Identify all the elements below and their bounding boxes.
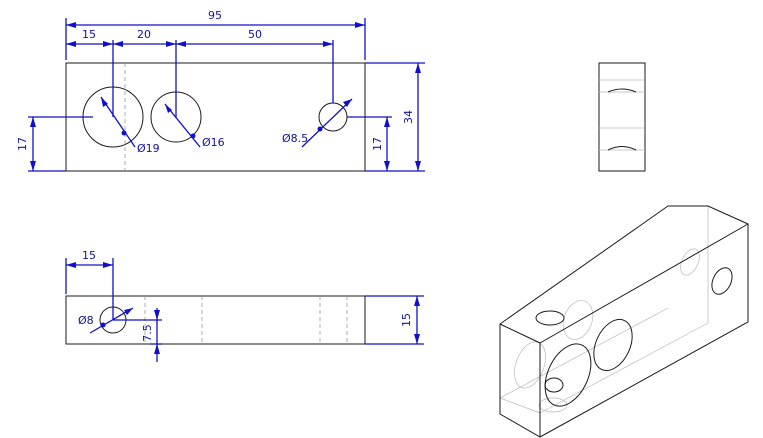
hole-8-label: Ø8 (78, 314, 94, 327)
dim-17-right-label: 17 (371, 137, 384, 151)
dim-7-5-label: 7.5 (141, 324, 154, 342)
front-view (65, 62, 366, 172)
dim-50-label: 50 (248, 28, 262, 41)
top-view-outline (65, 295, 366, 345)
dim-95-label: 95 (208, 9, 222, 22)
side-view-outline (598, 62, 646, 172)
dim-20-label: 20 (137, 28, 151, 41)
iso-hole-19 (544, 343, 592, 407)
top-view (65, 295, 366, 345)
dim-15-top-label: 15 (82, 249, 96, 262)
dim-17-left-label: 17 (16, 137, 29, 151)
iso-hole-8-5 (711, 267, 733, 295)
isometric-view (499, 205, 749, 438)
hole-19-label: Ø19 (137, 142, 160, 155)
iso-hole-16 (593, 318, 633, 372)
hole-16-label: Ø16 (202, 136, 225, 149)
dim-34-label: 34 (402, 110, 415, 124)
top-dimensions (65, 258, 424, 362)
iso-top-hole (535, 310, 565, 326)
front-view-outline (65, 62, 366, 172)
dim-15-thickness-label: 15 (400, 313, 413, 327)
hole-8-5-label: Ø8.5 (282, 132, 308, 145)
dim-15-label: 15 (82, 28, 96, 41)
side-view (598, 62, 646, 172)
iso-small-hole (544, 377, 564, 393)
front-dimensions (28, 18, 425, 172)
